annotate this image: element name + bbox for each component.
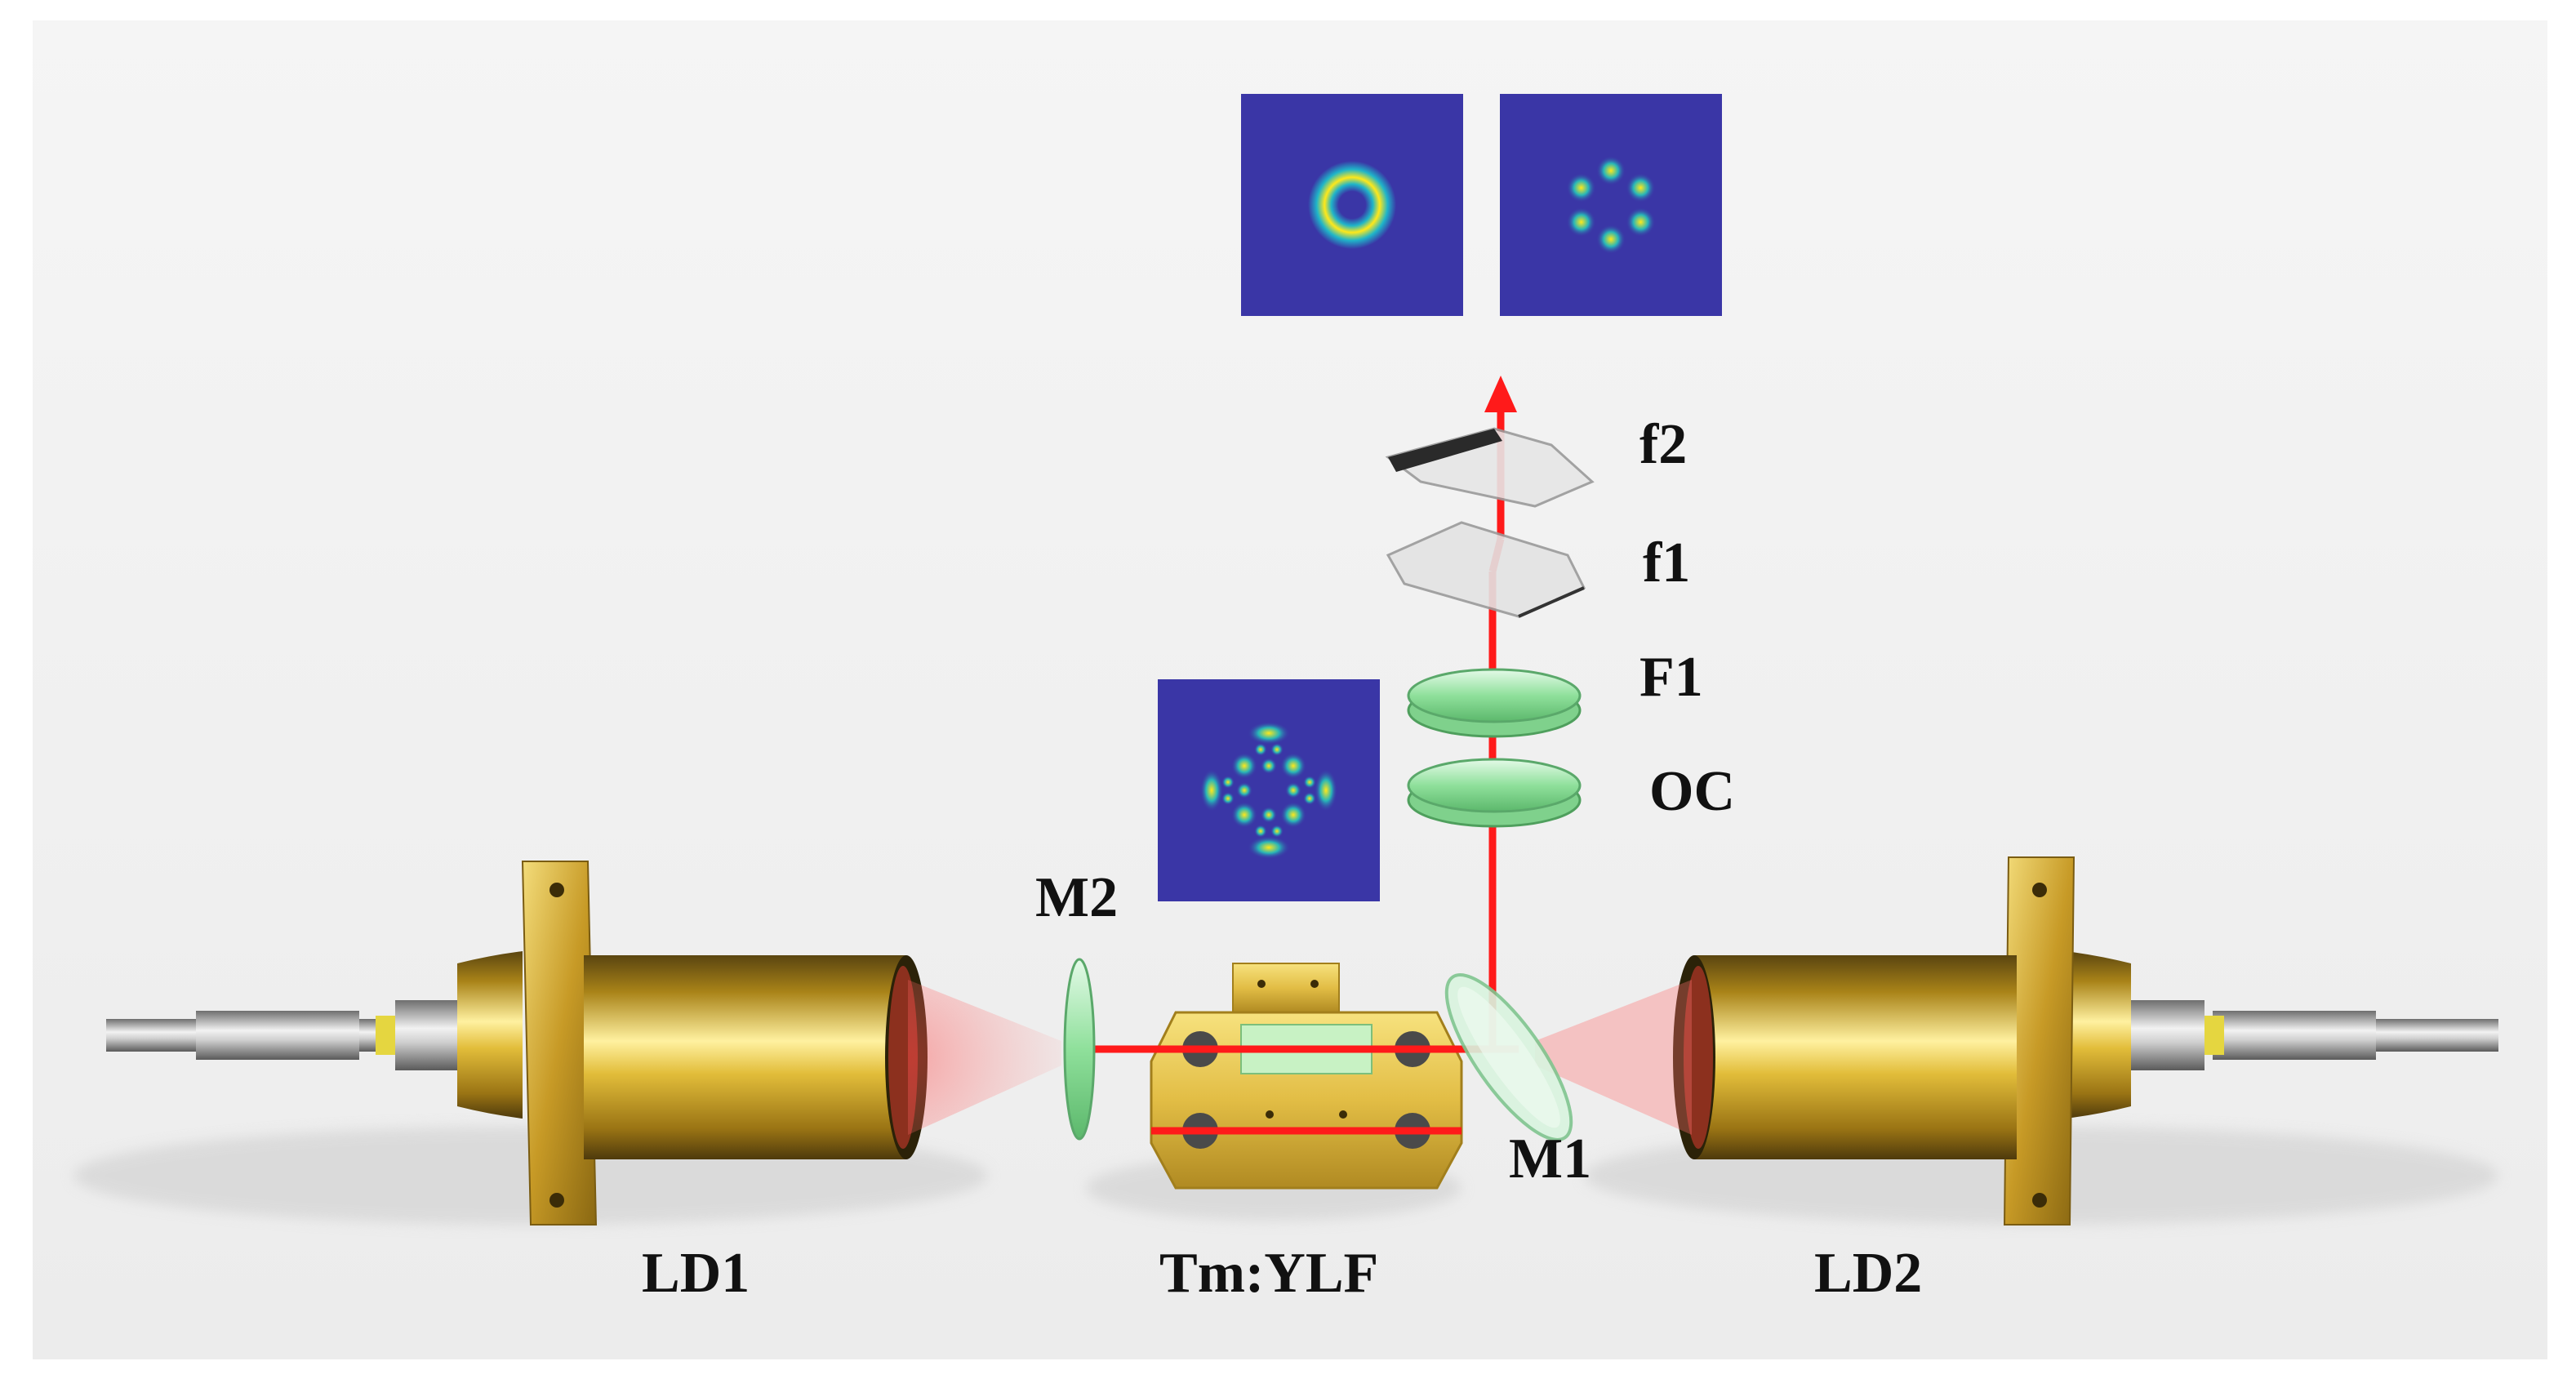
ld2-pump-cone	[1535, 980, 1692, 1135]
hermite-gauss-mode-lobe	[1231, 802, 1257, 828]
six-lobe-mode-lobe	[1626, 207, 1656, 237]
m1-label: M1	[1509, 1128, 1592, 1190]
crystal-back-plate	[1232, 963, 1340, 1013]
hermite-gauss-mode-lobe	[1280, 753, 1306, 779]
beam-output-arrow	[1484, 376, 1517, 412]
donut-mode-ring	[1291, 144, 1413, 266]
f1-filter	[1407, 668, 1582, 738]
hermite-gauss-mode-lobe	[1280, 802, 1306, 828]
hermite-gauss-mode-lobe	[1261, 807, 1277, 823]
six-lobe-mode	[1500, 94, 1722, 316]
ld2-flange-screw	[2032, 1193, 2047, 1208]
mount-screw	[1339, 1110, 1347, 1119]
hermite-gauss-mode-lobe	[1303, 792, 1316, 805]
ld2-connector	[2213, 1011, 2376, 1060]
donut-mode	[1241, 94, 1463, 316]
crystal-label: Tm:YLF	[1159, 1242, 1379, 1305]
f1-lens	[1386, 521, 1586, 618]
ld1-back-cap	[457, 951, 523, 1119]
hermite-gauss-mode-lobe	[1261, 758, 1277, 774]
six-lobe-mode-lobe	[1566, 173, 1596, 202]
ld2-body	[1694, 955, 2017, 1159]
six-lobe-mode-lobe	[1626, 173, 1656, 202]
crystal-block	[1150, 1011, 1463, 1190]
ld1-body	[584, 955, 906, 1159]
hermite-gauss-mode-lobe	[1315, 769, 1337, 812]
six-lobe-mode-background	[1500, 94, 1722, 316]
ld1-flange-screw	[549, 883, 564, 897]
f1-filter-face	[1407, 668, 1582, 723]
m2-label: M2	[1035, 866, 1119, 929]
mount-screw	[1257, 980, 1266, 988]
oc-output-coupler	[1407, 758, 1582, 828]
m1-mirror	[1444, 973, 1573, 1141]
hermite-gauss-mode-lobe	[1254, 825, 1267, 838]
hermite-gauss-mode-lobe	[1221, 792, 1235, 805]
ld1-pump-diode	[106, 861, 928, 1226]
ld1-connector-ring	[376, 1016, 395, 1055]
hermite-gauss-mode-lobe	[1248, 722, 1290, 745]
hermite-gauss-mode-lobe	[1236, 782, 1252, 798]
f1-lens-label: f1	[1643, 532, 1691, 594]
hermite-gauss-mode-lobe	[1231, 753, 1257, 779]
six-lobe-mode-lobe	[1596, 156, 1626, 185]
hermite-gauss-mode-lobe	[1254, 743, 1267, 756]
f2-lens-label: f2	[1639, 413, 1688, 476]
hermite-gauss-mode-lobe	[1303, 776, 1316, 789]
f2-lens-black-edge	[1388, 429, 1502, 472]
m2-mirror-glass	[1063, 958, 1096, 1141]
hermite-gauss-mode-background	[1158, 679, 1380, 901]
ld2-back-cap	[2066, 951, 2131, 1119]
mount-screw	[1310, 980, 1319, 988]
hermite-gauss-mode-lobe	[1221, 776, 1235, 789]
ld2-label: LD2	[1814, 1242, 1923, 1305]
hermite-gauss-mode-lobe	[1200, 769, 1223, 812]
ld1-connector	[196, 1011, 359, 1060]
ld1-flange-screw	[549, 1193, 564, 1208]
ld2-flange-screw	[2032, 883, 2047, 897]
ld1-flange	[521, 861, 598, 1226]
ld2-pump-diode	[1673, 856, 2498, 1226]
hermite-gauss-mode-lobe	[1285, 782, 1301, 798]
hermite-gauss-mode-lobe	[1270, 743, 1284, 756]
m2-mirror	[1063, 958, 1096, 1141]
oc-label: OC	[1649, 760, 1735, 823]
hermite-gauss-mode-lobe	[1270, 825, 1284, 838]
ld2-ferrule	[2123, 1000, 2205, 1070]
mount-screw	[1266, 1110, 1274, 1119]
hermite-gauss-mode	[1158, 679, 1380, 901]
ld1-pump-cone	[908, 980, 1061, 1135]
six-lobe-mode-lobe	[1566, 207, 1596, 237]
ld1-label: LD1	[642, 1242, 750, 1305]
ld2-connector-ring	[2205, 1016, 2224, 1055]
f1-lens-edge	[1518, 586, 1585, 618]
f2-lens	[1385, 427, 1595, 508]
f1-filter-label: F1	[1639, 646, 1703, 709]
oc-face	[1407, 758, 1582, 813]
six-lobe-mode-lobe	[1596, 225, 1626, 254]
m1-mirror-highlight	[1457, 986, 1560, 1128]
hermite-gauss-mode-lobe	[1248, 836, 1290, 859]
ld2-emitter-glow	[1684, 966, 1713, 1149]
ld1-ferrule	[395, 1000, 460, 1070]
